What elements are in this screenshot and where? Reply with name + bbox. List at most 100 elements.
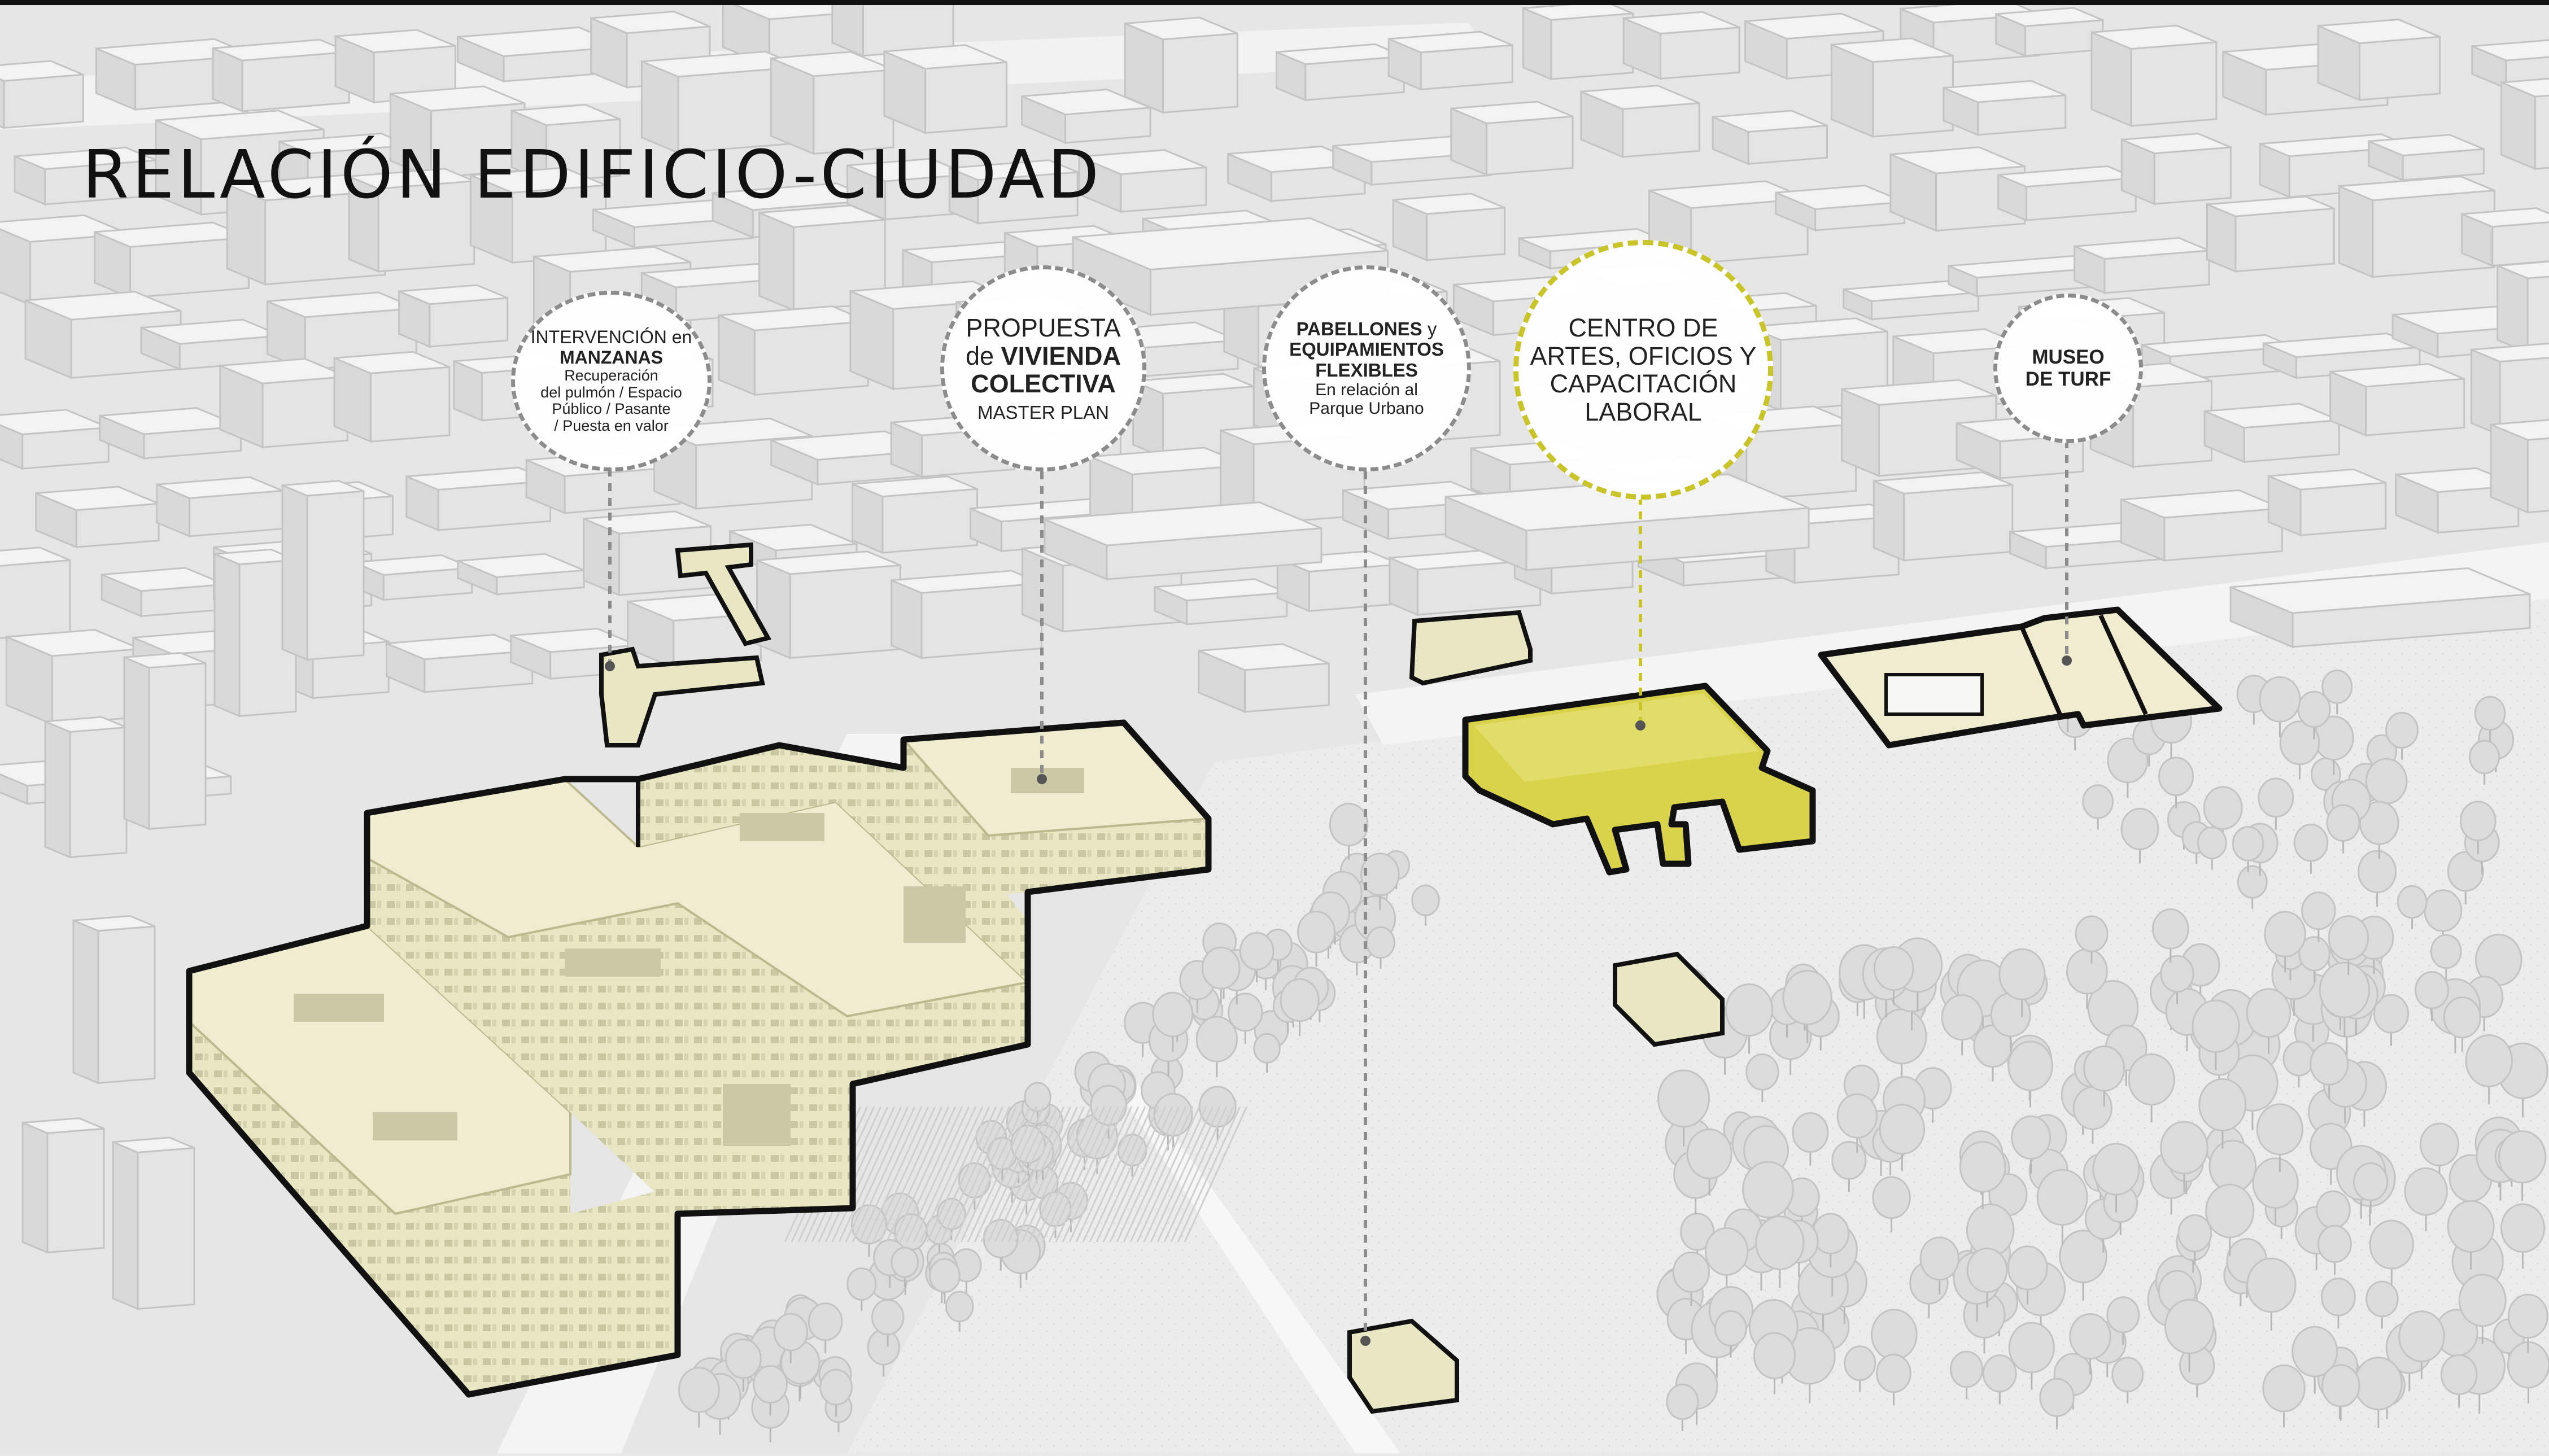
tree-crown bbox=[2320, 1278, 2356, 1317]
hatch-line bbox=[1129, 1106, 1194, 1243]
tree-icon bbox=[1966, 1247, 2008, 1308]
tree-icon bbox=[2072, 1086, 2112, 1144]
pavilions bbox=[1347, 610, 1725, 1414]
building-face bbox=[2526, 276, 2549, 353]
hatch-line bbox=[1001, 1106, 1065, 1243]
tree-icon bbox=[2292, 1326, 2338, 1394]
hatch-line bbox=[1089, 1106, 1153, 1243]
context-building bbox=[1843, 279, 1979, 321]
building-face bbox=[2491, 221, 2549, 267]
tree-icon bbox=[1725, 983, 1774, 1054]
tree-crown bbox=[2069, 1313, 2111, 1360]
hatch-line bbox=[1143, 1106, 1207, 1243]
callout-line: MUSEO bbox=[2032, 346, 2105, 368]
building-face bbox=[1198, 643, 1329, 671]
tree-crown bbox=[1153, 1092, 1193, 1137]
tree-icon bbox=[1152, 991, 1194, 1052]
building-face bbox=[25, 291, 181, 321]
tree-crown bbox=[1360, 852, 1400, 897]
tree-crown bbox=[2469, 740, 2500, 775]
building-face bbox=[2338, 176, 2495, 202]
building-face bbox=[1486, 115, 1574, 176]
hatch-line bbox=[879, 1106, 943, 1243]
building-face bbox=[884, 44, 1007, 70]
tree-crown bbox=[2321, 669, 2353, 704]
building-face bbox=[97, 925, 156, 1085]
tree-icon bbox=[2007, 1245, 2048, 1305]
tree-crown bbox=[1876, 1008, 1927, 1065]
building-face bbox=[1162, 32, 1238, 114]
tree-icon bbox=[1782, 969, 1832, 1043]
context-building bbox=[2496, 260, 2549, 354]
context-building bbox=[1943, 80, 2067, 137]
tree-crown bbox=[2151, 908, 2189, 950]
building-face bbox=[789, 564, 901, 659]
tree-crown bbox=[2036, 1169, 2088, 1226]
building-face bbox=[1079, 149, 1207, 176]
tree-crown bbox=[2246, 988, 2292, 1038]
museo-wing bbox=[2098, 614, 2148, 715]
building-face bbox=[2268, 468, 2386, 491]
tree-icon bbox=[1876, 1353, 1911, 1406]
context-building bbox=[457, 26, 626, 83]
hatch-line bbox=[899, 1106, 963, 1243]
callout-line: Público / Pasante bbox=[552, 400, 671, 418]
callout-line: MANZANAS bbox=[559, 347, 664, 368]
tree-icon bbox=[2319, 961, 2371, 1037]
building-face bbox=[2121, 133, 2231, 155]
tree-icon bbox=[1982, 1354, 2017, 1405]
tree-icon bbox=[945, 1291, 974, 1332]
tree-icon bbox=[2321, 1364, 2360, 1421]
tree-icon bbox=[1253, 1033, 1281, 1073]
tree-crown bbox=[2264, 911, 2306, 957]
building-face bbox=[21, 1121, 49, 1254]
building-face bbox=[370, 366, 451, 443]
context-building bbox=[1522, 1, 1634, 81]
building-face bbox=[399, 284, 508, 305]
callout-text: PABELLONES bbox=[1296, 318, 1422, 340]
tree-crown bbox=[2385, 711, 2419, 749]
building-face bbox=[69, 726, 128, 859]
tree-crown bbox=[1742, 1161, 1794, 1218]
callout-manzanas: INTERVENCIÓN en MANZANAS Recuperación de… bbox=[511, 291, 712, 471]
context-building bbox=[398, 284, 509, 348]
tree-icon bbox=[1280, 978, 1320, 1036]
tree-crown bbox=[1745, 1053, 1779, 1091]
building-face bbox=[533, 246, 691, 273]
tree-crown bbox=[2092, 1143, 2140, 1196]
tree-crown bbox=[1195, 1016, 1238, 1063]
context-building bbox=[2329, 363, 2465, 437]
hatch-line bbox=[987, 1106, 1051, 1243]
tree-icon bbox=[753, 1365, 788, 1416]
tree-icon bbox=[936, 1197, 966, 1240]
tree-icon bbox=[871, 1298, 905, 1347]
context-building bbox=[2120, 133, 2232, 205]
tree-icon bbox=[2326, 804, 2360, 854]
tree-crown bbox=[1959, 1140, 2006, 1193]
tree-crown bbox=[2177, 1214, 2212, 1253]
context-building bbox=[1444, 473, 1810, 572]
tree-crown bbox=[2353, 1162, 2389, 1201]
courtyard bbox=[723, 1084, 791, 1146]
tree-icon bbox=[1411, 884, 1440, 926]
tree-crown bbox=[1755, 1215, 1805, 1270]
tree-crown bbox=[2111, 1357, 2144, 1393]
tree-crown bbox=[2430, 934, 2462, 969]
tree-crown bbox=[2297, 690, 2331, 728]
building-face bbox=[0, 546, 71, 567]
tree-crown bbox=[1966, 1247, 2008, 1293]
callout-line: PABELLONES y bbox=[1296, 318, 1437, 340]
tree-icon bbox=[2310, 1042, 2349, 1099]
tree-icon bbox=[1686, 1128, 1732, 1196]
callout-line: PROPUESTA bbox=[966, 313, 1121, 343]
tree-icon bbox=[1941, 994, 1983, 1056]
tree-crown bbox=[2397, 885, 2428, 919]
tree-icon bbox=[2358, 850, 2397, 907]
context-building bbox=[1995, 7, 2104, 58]
leader-lines bbox=[608, 440, 2068, 1346]
context-building bbox=[2500, 77, 2549, 170]
hatch-line bbox=[953, 1106, 1018, 1243]
tree-crown bbox=[1873, 946, 1914, 991]
context-building bbox=[94, 221, 250, 299]
tree-crown bbox=[2465, 1034, 2513, 1087]
